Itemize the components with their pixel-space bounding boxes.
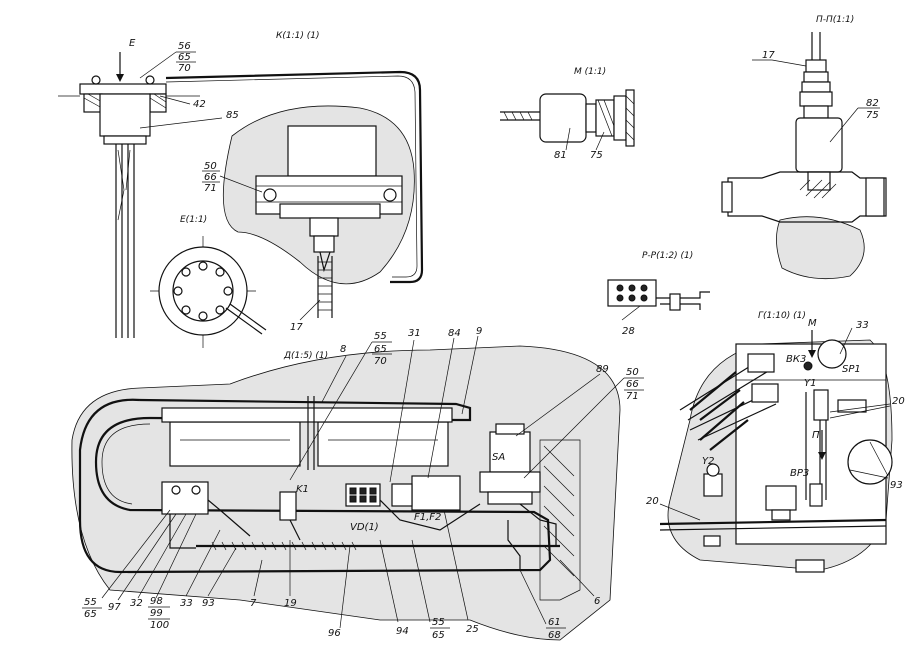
label-20-g2: 20 bbox=[646, 496, 659, 507]
arrow-p-label: П bbox=[812, 430, 820, 441]
label-42: 42 bbox=[193, 99, 206, 110]
view-k-mechanism: 50 66 71 17 bbox=[202, 105, 415, 333]
label-55-d: 55 bbox=[374, 331, 387, 342]
view-d-main: Д(1:5) (1) SA F1,F2 bbox=[71, 326, 644, 641]
view-g-assembly: Г(1:10) (1) М bbox=[646, 311, 905, 573]
label-85: 85 bbox=[226, 110, 239, 121]
component-vd1: VD(1) bbox=[350, 522, 379, 533]
label-31: 31 bbox=[408, 328, 421, 339]
label-99: 99 bbox=[150, 608, 163, 619]
view-p-section: П-П(1:1) 17 82 75 bbox=[721, 15, 887, 280]
label-75-p: 75 bbox=[866, 110, 879, 121]
view-e-title: Е(1:1) bbox=[180, 215, 207, 225]
component-sp1: SP1 bbox=[842, 364, 861, 375]
label-70-d: 70 bbox=[374, 356, 387, 367]
label-81: 81 bbox=[554, 150, 567, 161]
view-d-title: Д(1:5) (1) bbox=[283, 351, 328, 361]
component-y1: Y1 bbox=[804, 378, 816, 389]
label-8: 8 bbox=[340, 344, 346, 355]
label-94: 94 bbox=[396, 626, 409, 637]
arrow-m-label: М bbox=[808, 318, 817, 329]
label-7: 7 bbox=[250, 598, 257, 609]
label-66-d: 66 bbox=[626, 379, 639, 390]
view-g-title: Г(1:10) (1) bbox=[758, 311, 806, 321]
label-33-d: 33 bbox=[180, 598, 193, 609]
label-97: 97 bbox=[108, 602, 121, 613]
label-65-b: 65 bbox=[84, 609, 97, 620]
label-89: 89 bbox=[596, 364, 609, 375]
label-70-k: 70 bbox=[178, 63, 191, 74]
label-98: 98 bbox=[150, 596, 163, 607]
label-82: 82 bbox=[866, 98, 879, 109]
component-f1f2: F1,F2 bbox=[414, 512, 441, 523]
label-61: 61 bbox=[548, 617, 561, 628]
label-55-c: 55 bbox=[432, 617, 445, 628]
label-100: 100 bbox=[150, 620, 169, 631]
label-50-k: 50 bbox=[204, 161, 217, 172]
component-vk3: ВК3 bbox=[786, 354, 806, 365]
label-19: 19 bbox=[284, 598, 297, 609]
label-68: 68 bbox=[548, 630, 561, 641]
view-k-title: К(1:1) (1) bbox=[276, 31, 320, 41]
label-93-d: 93 bbox=[202, 598, 215, 609]
label-71-d: 71 bbox=[626, 391, 639, 402]
arrow-e-label: Е bbox=[129, 38, 136, 49]
view-k-mount: К(1:1) (1) Е 56 65 70 42 8 bbox=[58, 31, 424, 338]
view-m-title: М (1:1) bbox=[574, 67, 606, 77]
component-k1: K1 bbox=[296, 484, 309, 495]
component-sa: SA bbox=[492, 452, 505, 463]
label-50-d: 50 bbox=[626, 367, 639, 378]
label-65-c: 65 bbox=[432, 630, 445, 641]
label-32: 32 bbox=[130, 598, 143, 609]
view-r-section: Р-Р(1:2) (1) 28 bbox=[607, 251, 710, 337]
label-96: 96 bbox=[328, 628, 341, 639]
label-25: 25 bbox=[466, 624, 479, 635]
component-vp3: ВР3 bbox=[790, 468, 809, 479]
label-93-g: 93 bbox=[890, 480, 903, 491]
view-e-flange: Е(1:1) bbox=[150, 215, 267, 348]
label-9: 9 bbox=[476, 326, 482, 337]
component-y2: Y2 bbox=[702, 456, 714, 467]
label-75-m: 75 bbox=[590, 150, 603, 161]
label-33-g: 33 bbox=[856, 320, 869, 331]
label-56: 56 bbox=[178, 41, 191, 52]
view-m-sensor: М (1:1) 81 75 bbox=[500, 67, 635, 161]
label-17-k: 17 bbox=[290, 322, 303, 333]
label-28: 28 bbox=[622, 326, 635, 337]
label-6: 6 bbox=[594, 596, 600, 607]
label-20-g: 20 bbox=[892, 396, 905, 407]
label-71-k: 71 bbox=[204, 183, 217, 194]
label-84: 84 bbox=[448, 328, 461, 339]
view-r-title: Р-Р(1:2) (1) bbox=[642, 251, 693, 261]
label-65-k: 65 bbox=[178, 52, 191, 63]
label-66-k: 66 bbox=[204, 172, 217, 183]
view-p-title: П-П(1:1) bbox=[816, 15, 854, 25]
label-17-p: 17 bbox=[762, 50, 775, 61]
label-65-d: 65 bbox=[374, 344, 387, 355]
label-55-b: 55 bbox=[84, 597, 97, 608]
